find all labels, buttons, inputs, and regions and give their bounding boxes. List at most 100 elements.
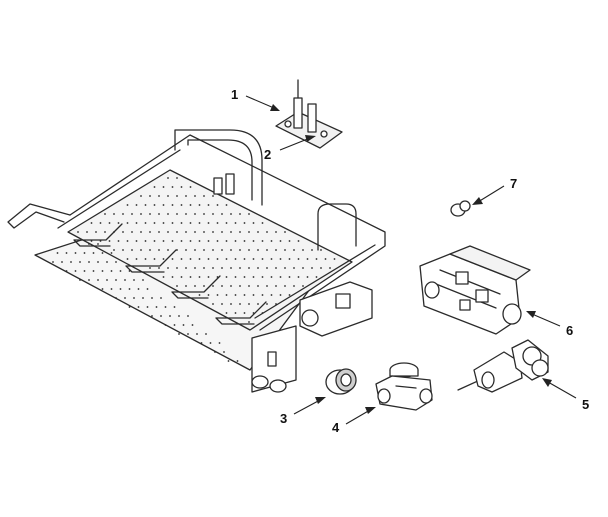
perforation-dot — [185, 267, 187, 269]
perforation-dot — [90, 240, 93, 242]
perforation-dot — [92, 270, 95, 272]
perforation-dot — [90, 222, 93, 224]
perforation-dot — [178, 333, 180, 335]
perforation-dot — [146, 288, 149, 290]
perforation-dot — [234, 258, 237, 260]
callout-1: 1 — [231, 87, 239, 102]
perforation-dot — [203, 285, 205, 287]
perforation-dot — [115, 297, 117, 299]
perforation-dot — [162, 240, 165, 242]
perforation-dot — [261, 312, 264, 314]
perforation-dot — [101, 270, 104, 272]
perforation-dot — [216, 222, 219, 224]
arrow-7 — [472, 185, 505, 205]
perforation-dot — [126, 258, 129, 260]
perforation-dot — [162, 186, 165, 188]
perforation-dot — [234, 294, 237, 296]
perforation-dot — [203, 249, 205, 251]
perforation-dot — [162, 222, 165, 224]
perforation-dot — [137, 306, 140, 308]
perforation-dot — [203, 195, 205, 197]
perforation-dot — [149, 231, 151, 233]
perforation-dot — [198, 258, 201, 260]
perforation-dot — [207, 294, 210, 296]
perforation-dot — [221, 285, 223, 287]
perforation-dot — [189, 240, 192, 242]
perforation-dot — [171, 222, 174, 224]
perforation-dot — [230, 285, 232, 287]
perforation-dot — [207, 204, 210, 206]
perforation-dot — [257, 249, 259, 251]
perforation-dot — [261, 276, 264, 278]
perforation-dot — [252, 312, 255, 314]
perforation-dot — [288, 294, 291, 296]
perforation-dot — [225, 276, 228, 278]
perforation-dot — [225, 222, 228, 224]
perforation-dot — [176, 213, 178, 215]
perforation-dot — [124, 297, 126, 299]
perforation-dot — [164, 306, 167, 308]
perforation-dot — [97, 279, 99, 281]
perforation-dot — [207, 240, 210, 242]
burner-assembly — [7, 129, 386, 393]
perforation-dot — [198, 294, 201, 296]
perforation-dot — [257, 303, 259, 305]
perforation-dot — [180, 258, 183, 260]
perforation-dot — [333, 258, 336, 260]
support-finger-4 — [215, 301, 267, 325]
control-knob — [325, 368, 357, 395]
perforation-dot — [137, 288, 140, 290]
perforation-dot — [252, 294, 255, 296]
perforation-dot — [97, 243, 99, 245]
gas-valve — [419, 245, 531, 335]
perforation-dot — [248, 213, 250, 215]
perforation-dot — [160, 297, 162, 299]
perforation-dot — [252, 276, 255, 278]
perforation-dot — [65, 270, 68, 272]
perforation-dot — [236, 360, 239, 362]
perforation-dot — [88, 243, 90, 245]
perforation-dot — [77, 231, 79, 233]
perforation-dot — [131, 213, 133, 215]
perforation-dot — [270, 240, 273, 242]
callout-4: 4 — [332, 420, 340, 435]
perforation-dot — [140, 249, 142, 251]
perforation-dot — [104, 213, 106, 215]
perforation-dot — [297, 276, 300, 278]
perforation-dot — [153, 222, 156, 224]
perforation-dot — [185, 213, 187, 215]
perforation-dot — [128, 288, 131, 290]
perforation-dot — [61, 261, 63, 263]
perforation-dot — [212, 231, 214, 233]
perforation-dot — [194, 285, 196, 287]
perforation-dot — [252, 222, 255, 224]
frame-rail-back — [69, 134, 386, 331]
callout-2: 2 — [264, 147, 272, 162]
support-finger-3 — [171, 275, 221, 299]
perforation-dot — [227, 360, 230, 362]
perforation-dot — [214, 351, 216, 353]
perforation-dot — [221, 213, 223, 215]
perforation-dot — [101, 288, 104, 290]
perforation-dot — [144, 222, 147, 224]
perforation-dot — [117, 222, 120, 224]
perforation-dot — [110, 252, 113, 254]
perforation-dot — [167, 213, 169, 215]
perforation-dot — [146, 306, 149, 308]
perforation-dot — [167, 231, 169, 233]
perforation-dot — [140, 195, 142, 197]
perforation-dot — [266, 267, 268, 269]
perforation-dot — [266, 303, 268, 305]
arrow-5 — [542, 378, 577, 399]
perforation-dot — [248, 249, 250, 251]
perforation-dot — [162, 204, 165, 206]
perforation-dot — [167, 195, 169, 197]
perforation-dot — [115, 261, 117, 263]
perforation-dot — [205, 333, 207, 335]
orifice — [450, 200, 471, 217]
callout-7: 7 — [510, 176, 518, 191]
perforation-dot — [133, 279, 135, 281]
perforation-dot — [261, 222, 264, 224]
perforation-dot — [243, 312, 246, 314]
rear-loop — [174, 129, 263, 206]
